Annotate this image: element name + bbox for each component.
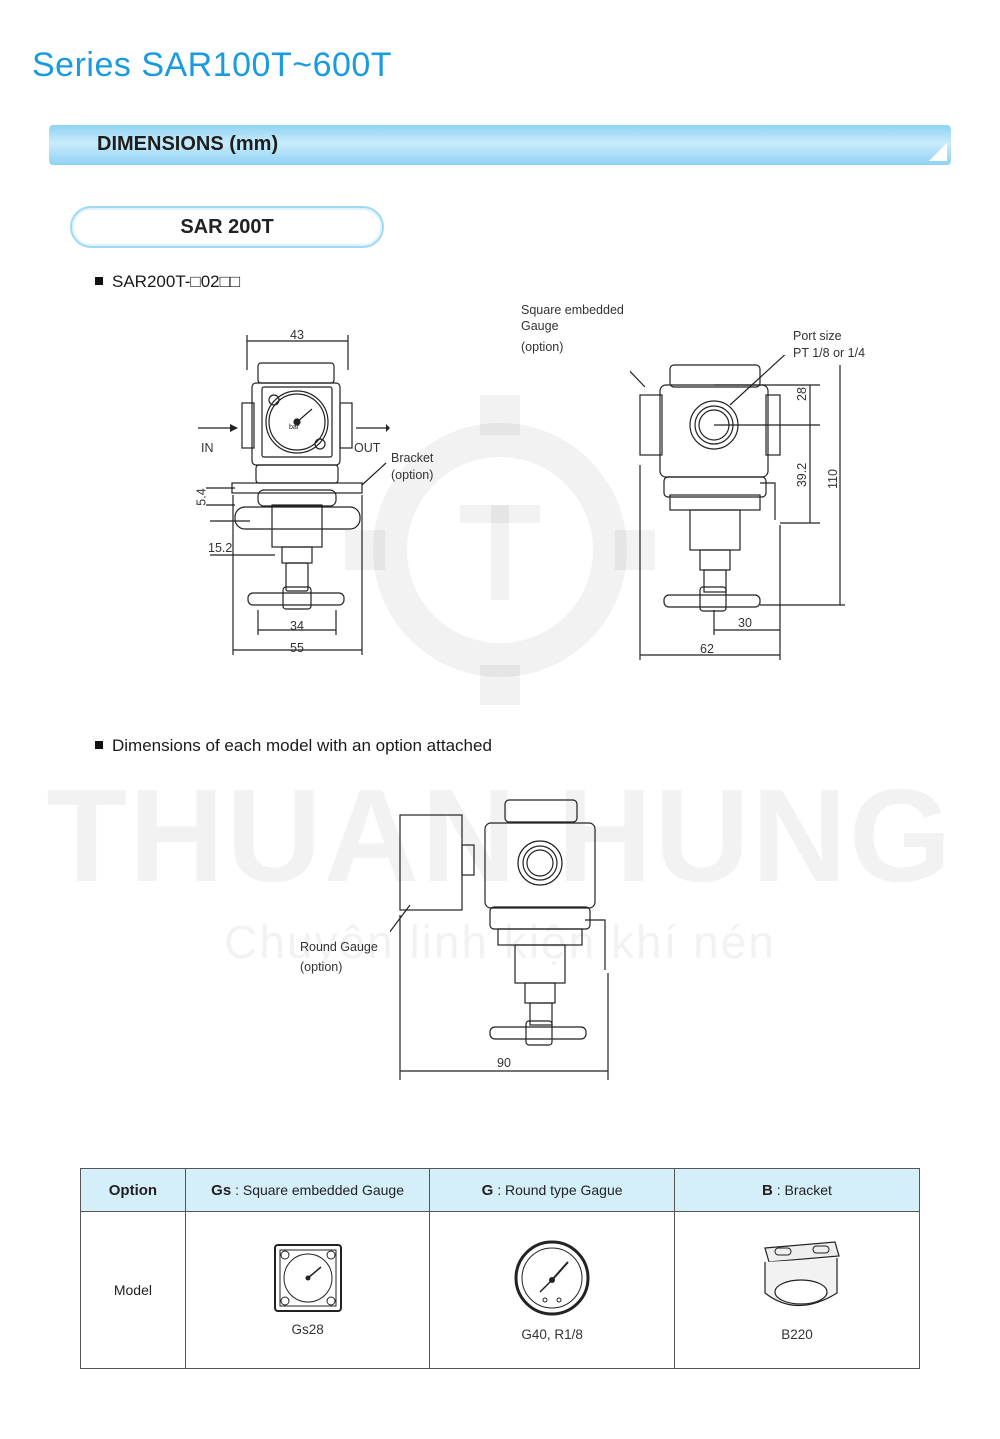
round-gauge-label-line1: Round Gauge [300, 940, 378, 954]
dim-39-2: 39.2 [795, 462, 810, 488]
model-b-cell: B220 [673, 1211, 921, 1369]
bullet-options: Dimensions of each model with an option … [95, 736, 492, 756]
model-label-cell: Model [80, 1211, 186, 1369]
dim-5-4: 5.4 [194, 488, 209, 506]
dimensions-header-label: DIMENSIONS (mm) [97, 133, 279, 155]
header-option: Option [80, 1168, 186, 1212]
square-gauge-label-line2: Gauge [521, 319, 559, 333]
option-table-model-row: Model Gs28 [80, 1211, 921, 1369]
dim-62: 62 [700, 642, 714, 656]
header-b: B : Bracket [673, 1168, 921, 1212]
model-gs-value: Gs28 [291, 1322, 324, 1337]
bracket-label-line1: Bracket [391, 451, 434, 465]
gauge-unit-label: bar [289, 424, 300, 431]
header-gs: Gs : Square embedded Gauge [184, 1168, 431, 1212]
round-gauge-icon [514, 1240, 590, 1316]
option-table-header-row: Option Gs : Square embedded Gauge G : Ro… [80, 1168, 921, 1212]
watermark-brand: THUAN HUNG [46, 762, 954, 909]
bracket-label-line2: (option) [391, 468, 434, 482]
bullet-square-icon [95, 276, 103, 285]
option-attached-drawing [390, 799, 609, 1080]
dim-30: 30 [738, 616, 752, 630]
model-pill: SAR 200T [70, 206, 384, 248]
dim-110: 110 [825, 469, 840, 489]
square-gauge-icon [273, 1244, 342, 1312]
dim-43: 43 [290, 328, 304, 342]
round-gauge-label-line2: (option) [300, 960, 343, 974]
port-size-label-line2: PT 1/8 or 1/4 [793, 346, 866, 360]
model-b-value: B220 [781, 1327, 813, 1342]
bullet-model-code: SAR200T-□02□□ [95, 272, 240, 292]
model-gs-cell: Gs28 [184, 1211, 431, 1369]
dim-28: 28 [794, 387, 809, 401]
dim-90: 90 [497, 1056, 511, 1070]
dim-55: 55 [290, 641, 304, 655]
dim-34: 34 [290, 619, 304, 633]
watermark-tagline: Chuyên linh kiện khí nén [224, 916, 776, 968]
bullet-model-code-text: SAR200T-□02□□ [112, 272, 241, 291]
dim-15-2: 15.2 [208, 541, 233, 555]
dimensions-header-bar: DIMENSIONS (mm) [49, 125, 951, 165]
watermark-gear-logo [345, 395, 655, 705]
square-gauge-label-line3: (option) [521, 340, 564, 354]
header-g: G : Round type Gague [429, 1168, 675, 1212]
square-gauge-label-line1: Square embedded [521, 303, 624, 317]
front-view-drawing: bar [198, 335, 390, 655]
option-table: Option Gs : Square embedded Gauge G : Ro… [80, 1168, 921, 1369]
port-size-label-line1: Port size [793, 329, 842, 343]
corner-triangle-icon [929, 143, 947, 161]
side-view-drawing [630, 355, 845, 660]
bracket-icon [764, 1241, 840, 1307]
model-g-cell: G40, R1/8 [429, 1211, 675, 1369]
bullet-square-icon [95, 740, 103, 749]
model-g-value: G40, R1/8 [521, 1327, 583, 1342]
label-out: OUT [354, 441, 381, 455]
bullet-options-text: Dimensions of each model with an option … [112, 736, 492, 755]
series-title: Series SAR100T~600T [32, 46, 393, 84]
label-in: IN [201, 441, 214, 455]
